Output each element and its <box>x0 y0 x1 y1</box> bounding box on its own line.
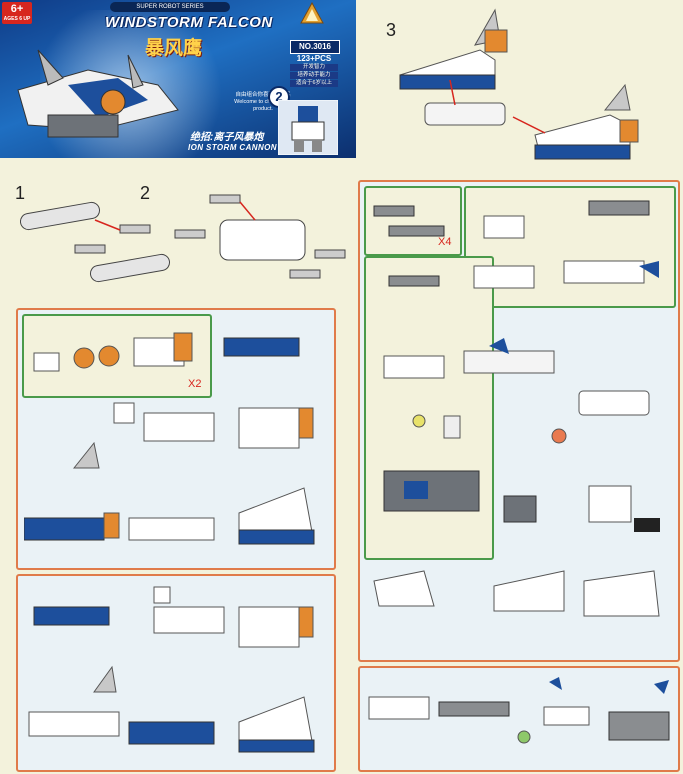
multiplier-x2: X2 <box>188 378 202 390</box>
build-panel-wing-b <box>16 574 336 772</box>
feature-1: 开发智力 <box>290 64 338 71</box>
cover-banner: 6+AGES 6 UP SUPER ROBOT SERIES WINDSTORM… <box>0 0 356 158</box>
cannon-steps <box>373 200 660 617</box>
product-title-cn: 暴风鹰 <box>145 38 203 59</box>
sub-panel-plates: X4 <box>364 186 462 256</box>
wing-a-steps <box>24 332 315 545</box>
jet-illustration <box>17 49 179 138</box>
feature-2: 培养动手能力 <box>290 72 338 79</box>
build-panel-frame <box>358 666 680 772</box>
choose-text: 自由组合你喜欢的产品 Welcome to choose our product… <box>230 92 296 113</box>
step-1-number: 1 <box>15 183 26 203</box>
frame-steps <box>368 677 670 744</box>
product-title-en: WINDSTORM FALCON <box>105 14 273 31</box>
feature-list: 开发智力 培养动手能力 适合于6岁以上 <box>290 64 338 88</box>
age-badge: 6+AGES 6 UP <box>2 2 32 24</box>
step-3-number: 3 <box>386 20 397 40</box>
step-2-number: 2 <box>140 183 151 203</box>
subtitle-cn: 绝招:离子风暴炮 <box>190 132 264 143</box>
build-panel-cannon: X4 <box>358 180 680 662</box>
step-3-diagram <box>399 8 639 160</box>
feature-3: 适合于6岁以上 <box>290 80 338 87</box>
piece-count: 123+PCS <box>296 54 332 63</box>
subtitle-en: ION STORM CANNON <box>188 143 277 152</box>
model-number: NO.3016 <box>290 40 340 54</box>
choose-text-cn: 自由组合你喜欢的产品 <box>235 92 291 98</box>
choose-text-en: Welcome to choose our product. <box>234 99 292 112</box>
steps-1-2-diagram <box>20 194 346 283</box>
multiplier-x4: X4 <box>438 236 452 248</box>
wing-b-steps <box>28 586 315 753</box>
robot-thumbnail <box>278 100 338 155</box>
brand-logo <box>300 2 324 24</box>
series-label: SUPER ROBOT SERIES <box>110 2 230 12</box>
build-panel-wing-a: X2 <box>16 308 336 570</box>
